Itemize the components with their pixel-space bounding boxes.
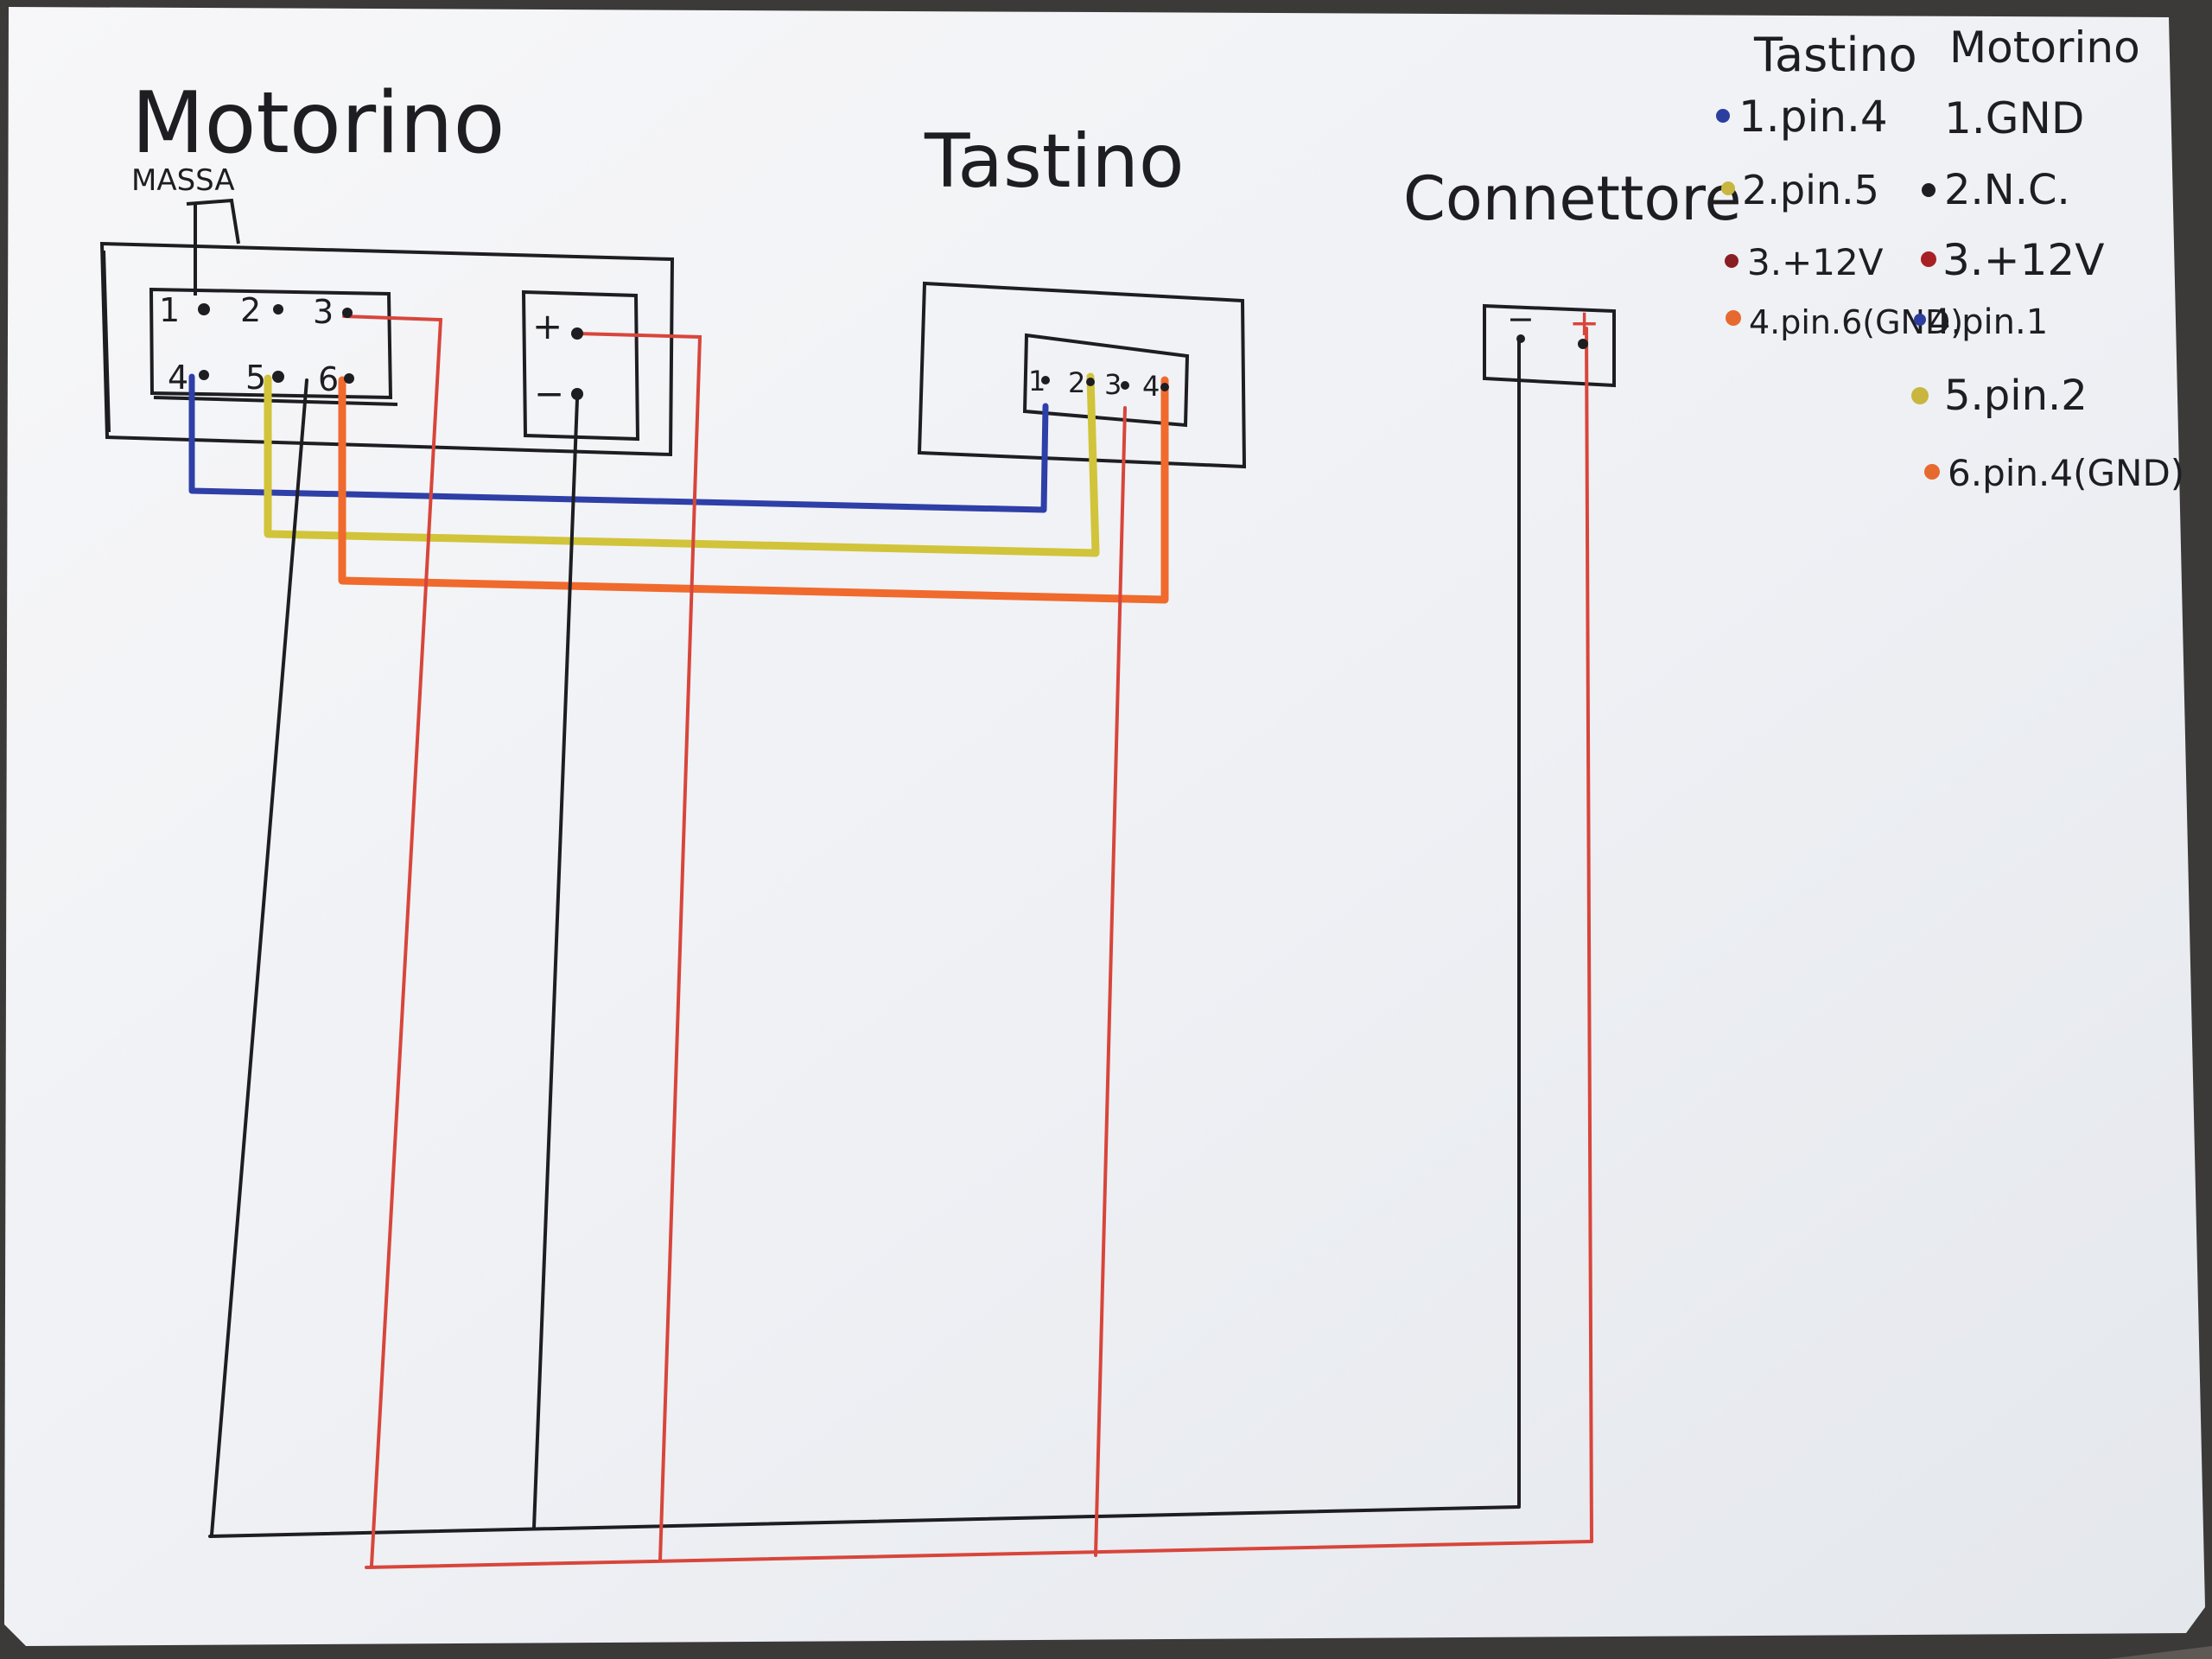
motor-pin-6: 6 (318, 360, 339, 398)
legend-dot-tastino-1 (1716, 109, 1730, 123)
motor-pin-1: 1 (159, 291, 180, 329)
wire-orange-motor6-tastino4 (338, 376, 1169, 604)
motor-pin-3: 3 (313, 293, 334, 331)
power-wires (342, 315, 1593, 1569)
legend-dot-motorino-4 (1914, 314, 1926, 326)
title-connettore: Connettore (1403, 163, 1742, 234)
motor-plus-label: + (532, 305, 563, 347)
legend-motorino-4: 4.pin.1 (1929, 302, 2048, 342)
tastino-pin-labels: 1 2 3 4 (1028, 365, 1160, 403)
wire-blue-motor4-tastino1 (188, 373, 1049, 513)
motor-pin-2: 2 (240, 291, 261, 329)
legend-tastino-1: 1.pin.4 (1738, 92, 1888, 142)
tastino-pin-3: 3 (1104, 368, 1122, 401)
tastino-box (917, 281, 1247, 469)
paper-sheet (4, 7, 2205, 1646)
legend-header-motorino: Motorino (1949, 22, 2140, 73)
motor-pin-labels: 1 2 3 4 5 6 (159, 291, 339, 398)
legend-motorino-6: 6.pin.4(GND) (1948, 452, 2184, 494)
legend: Tastino Motorino 1.pin.4 2.pin.5 3.+12V … (1716, 22, 2184, 494)
title-tastino: Tastino (924, 118, 1185, 205)
legend-tastino-2: 2.pin.5 (1742, 167, 1879, 213)
legend-motorino-2: 2.N.C. (1944, 166, 2070, 214)
legend-header-tastino: Tastino (1753, 28, 1917, 82)
legend-tastino-4: 4.pin.6(GND) (1749, 303, 1963, 341)
legend-dot-tastino-3 (1725, 254, 1738, 268)
legend-tastino-3: 3.+12V (1747, 241, 1884, 283)
legend-dot-motorino-5 (1911, 387, 1929, 404)
tastino-pin-4: 4 (1142, 370, 1160, 403)
legend-dot-motorino-2 (1922, 183, 1936, 197)
title-motorino: Motorino (131, 74, 505, 173)
pin-dots (198, 303, 1588, 400)
legend-motorino-3: 3.+12V (1942, 235, 2104, 285)
ground-wires (208, 337, 1521, 1538)
connettore-box (1483, 303, 1616, 388)
tastino-pin-2: 2 (1068, 366, 1085, 399)
legend-dot-tastino-2 (1721, 181, 1735, 195)
legend-dot-tastino-4 (1726, 310, 1741, 326)
label-massa: MASSA (131, 163, 235, 198)
connector-minus-label: − (1507, 300, 1535, 338)
motor-pin-4: 4 (168, 359, 188, 397)
legend-dot-motorino-3 (1921, 251, 1936, 267)
legend-dot-motorino-6 (1924, 464, 1940, 480)
wire-yellow-motor5-tastino2 (264, 372, 1100, 557)
legend-motorino-5: 5.pin.2 (1944, 372, 2088, 420)
motor-minus-label: − (534, 372, 564, 415)
legend-motorino-1: 1.GND (1944, 93, 2084, 143)
tastino-pin-1: 1 (1028, 365, 1046, 397)
connector-plus-label: + (1569, 302, 1599, 344)
massa-bracket (186, 198, 240, 296)
motor-pin-5: 5 (245, 359, 266, 397)
motorino-box (99, 241, 675, 457)
